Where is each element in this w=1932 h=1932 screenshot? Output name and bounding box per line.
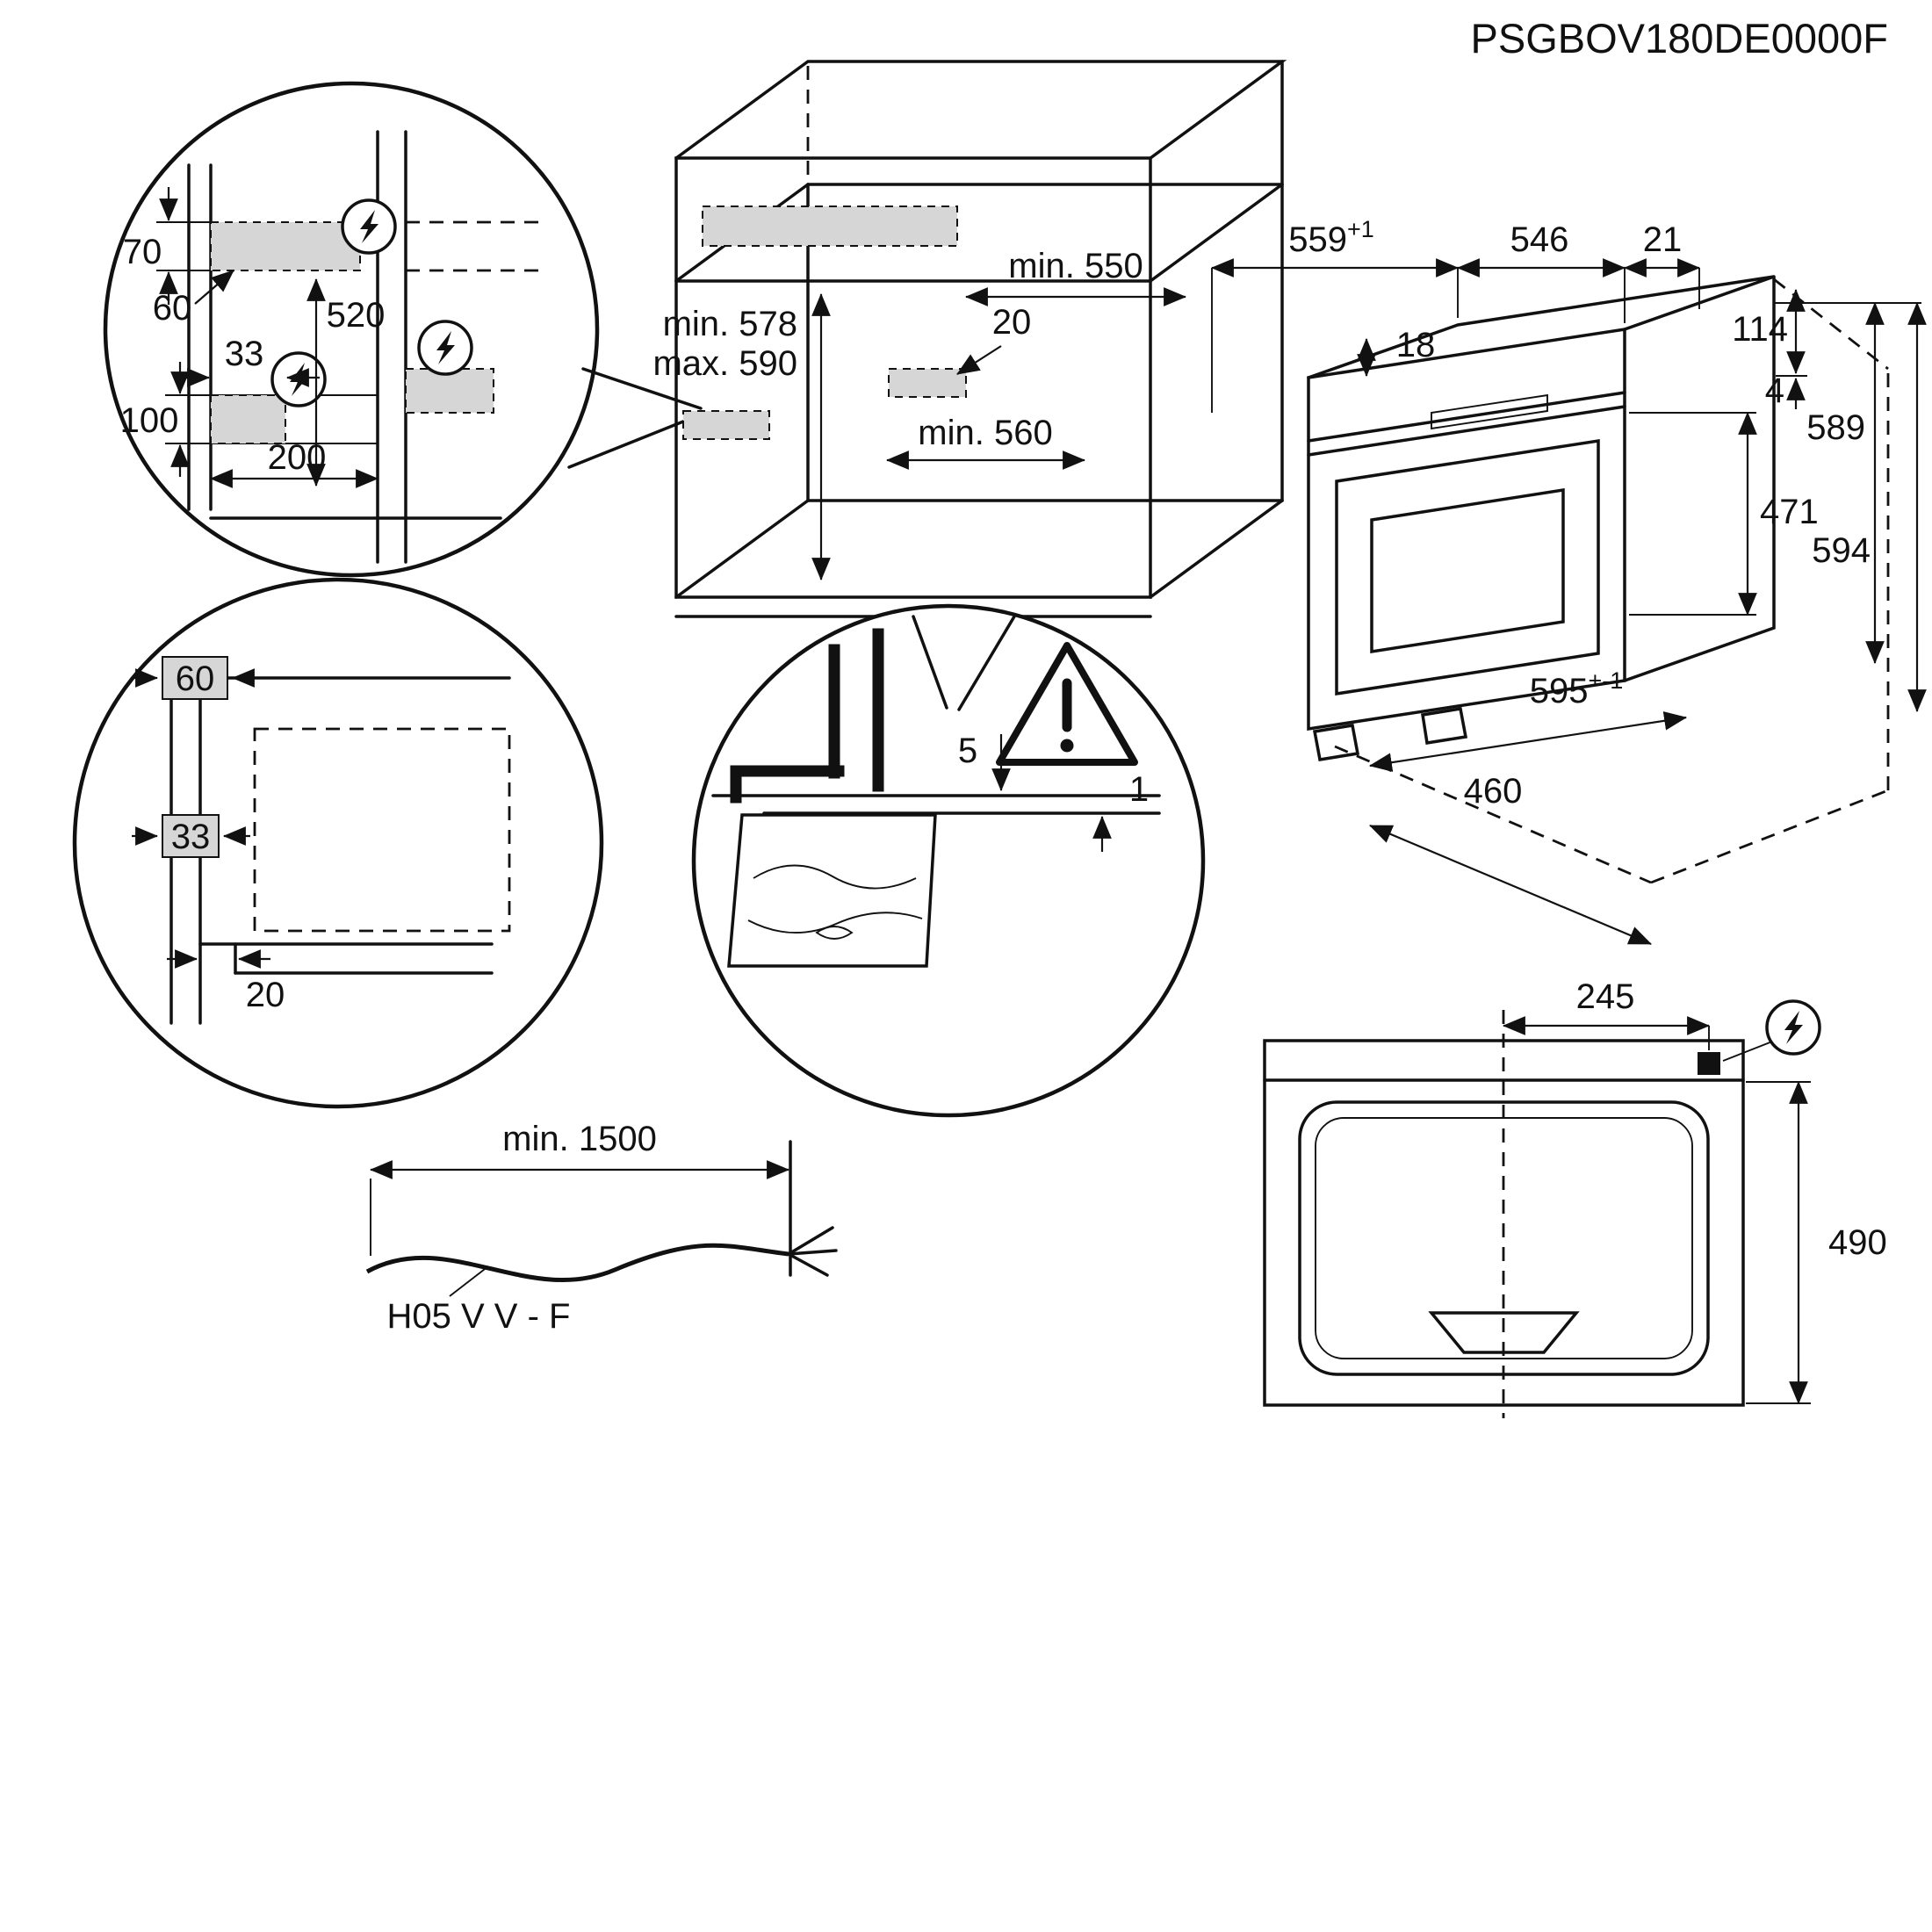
connection-zone <box>682 410 770 440</box>
callout-wedge <box>567 413 703 469</box>
connection-zone <box>210 394 286 444</box>
dim-label-5: 5 <box>958 732 977 770</box>
dim-label-471: 471 <box>1760 493 1819 531</box>
dim-label-490: 490 <box>1828 1223 1887 1262</box>
detail-circle <box>691 603 1206 1118</box>
dim-label-100: 100 <box>120 401 179 440</box>
oven-top <box>1307 275 1775 379</box>
dim-label-21: 21 <box>1643 220 1683 259</box>
topview-front-detail <box>1428 1311 1580 1354</box>
connection-zone <box>702 205 958 247</box>
dim-label-33: 33 <box>171 818 211 856</box>
mounting-pad <box>162 656 228 700</box>
oven-foot <box>1312 723 1360 762</box>
dim-label-1: 1 <box>1129 770 1149 809</box>
gap-detail: 5 1 <box>691 603 1206 1118</box>
cable-type-label: H05 V V - F <box>387 1297 571 1336</box>
connection-zone <box>210 221 361 271</box>
power-connection-icon <box>417 320 473 376</box>
dim-label-114: 114 <box>1732 310 1788 349</box>
detail-circle <box>103 81 600 578</box>
dim-label-min1500: min. 1500 <box>502 1120 657 1158</box>
document-code: PSGBOV180DE0000F <box>1471 15 1889 61</box>
connection-point <box>1698 1052 1720 1075</box>
wood-grain <box>753 864 917 890</box>
dim-label-min560: min. 560 <box>918 414 1052 452</box>
oven-display <box>1431 393 1548 430</box>
dim-label-60: 60 <box>176 660 215 698</box>
wood-grain <box>747 912 923 934</box>
dim-label-589: 589 <box>1806 408 1865 447</box>
dim-label-546: 546 <box>1510 220 1569 259</box>
wood-section <box>727 813 937 968</box>
dim-label-595: 595+-1 <box>1530 667 1624 710</box>
dim-label-4: 4 <box>1765 371 1784 410</box>
oven-door <box>1335 438 1600 696</box>
dim-label-min550: min. 550 <box>1008 247 1143 285</box>
dim-label-245: 245 <box>1576 977 1635 1016</box>
oven-side <box>1623 275 1776 682</box>
niche-outline <box>253 727 511 933</box>
warning-icon <box>996 642 1138 766</box>
connection-zone <box>405 368 494 414</box>
connection-zone <box>888 368 967 398</box>
power-cable-drawing: min. 1500 H05 V V - F <box>365 1120 838 1336</box>
dim-label-200: 200 <box>268 438 327 477</box>
power-cable <box>365 1243 789 1283</box>
dim-label-559: 559+1 <box>1288 216 1374 259</box>
dim-label-20: 20 <box>992 303 1032 342</box>
mounting-pad <box>162 814 220 858</box>
callout-wedge <box>581 367 703 410</box>
cabinet-niche-drawing: min. 550 min. 578 max. 590 20 min. 560 <box>652 60 1287 618</box>
dim-label-460: 460 <box>1464 772 1523 811</box>
oven-door-glass <box>1370 487 1565 654</box>
wall-connection-detail: 70 60 520 33 100 200 <box>103 81 703 578</box>
callout-wedge <box>912 615 948 710</box>
dim-label-min578: min. 578 <box>663 305 797 343</box>
power-connection-icon <box>1765 999 1821 1056</box>
dim-label-max590: max. 590 <box>652 344 797 383</box>
power-connection-icon <box>341 198 397 255</box>
dim-label-20: 20 <box>246 976 285 1014</box>
cabinet-top <box>674 60 1287 160</box>
dim-label-594: 594 <box>1812 531 1871 570</box>
front-frame-detail: 60 33 20 <box>72 577 604 1109</box>
dim-label-18: 18 <box>1396 326 1436 364</box>
oven-foot <box>1421 706 1468 746</box>
dim-label-33: 33 <box>225 335 264 373</box>
detail-circle <box>72 577 604 1109</box>
top-view-drawing: 245 490 <box>1263 977 1887 1418</box>
dim-label-60: 60 <box>153 289 192 328</box>
oven-dimensions-drawing: 559+1 546 21 18 114 4 471 589 594 595+-1… <box>1210 216 1927 946</box>
dim-label-520: 520 <box>327 296 386 335</box>
dim-label-70: 70 <box>123 233 162 271</box>
topview-oven-body <box>1298 1100 1710 1376</box>
wood-knot <box>815 926 854 940</box>
callout-wedge <box>957 615 1016 711</box>
oven-front <box>1307 327 1626 732</box>
